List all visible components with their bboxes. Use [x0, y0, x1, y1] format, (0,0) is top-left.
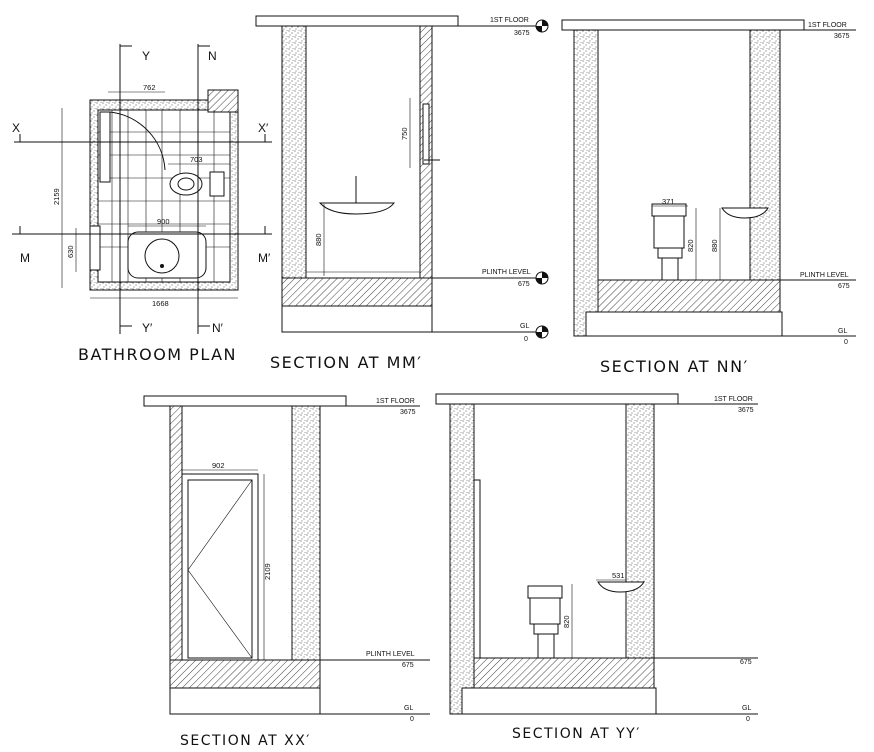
yy-wc-cistern [527, 585, 563, 599]
mm-level-plinth: PLINTH LEVEL [482, 269, 531, 276]
plan-label-y: Y [142, 49, 150, 63]
mm-level-gl: GL [520, 323, 529, 330]
yy-wc-body [529, 597, 561, 625]
yy-level-plinth-value: 675 [740, 659, 752, 666]
plan-dim-bottom: 1668 [152, 299, 169, 308]
xx-dim-door-width: 902 [212, 461, 225, 470]
mm-level-gl-value: 0 [524, 336, 528, 343]
nn-wc-body [653, 215, 685, 249]
xx-level-first-floor-value: 3675 [400, 409, 416, 416]
plan-label-m-prime: M′ [258, 251, 271, 265]
xx-level-first-floor: 1ST FLOOR [376, 398, 415, 405]
yy-level-first-floor: 1ST FLOOR [714, 396, 753, 403]
mm-dim-basin: 880 [314, 233, 323, 246]
nn-level-gl: GL [838, 328, 847, 335]
xx-door-leaf [187, 479, 253, 659]
mm-level-markers [535, 19, 549, 339]
xx-foundation [169, 687, 321, 715]
plan-dimension-lines [61, 91, 238, 299]
nn-plinth [597, 279, 781, 313]
plan-title: BATHROOM PLAN [78, 345, 237, 364]
nn-basin [721, 207, 769, 219]
plan-dim-basin: 900 [157, 217, 170, 226]
yy-left-wall [449, 403, 475, 715]
section-xx: 902 2109 1ST FLOOR 3675 PLINTH LEVEL 675… [143, 395, 430, 749]
nn-roof-slab [561, 19, 805, 31]
nn-level-plinth-value: 675 [838, 283, 850, 290]
nn-title: SECTION AT NN′ [600, 357, 749, 376]
yy-level-first-floor-value: 3675 [738, 407, 754, 414]
bathroom-plan: 762 703 900 2159 630 1668 X X′ M M′ Y Y′… [12, 44, 272, 364]
plan-label-y-prime: Y′ [142, 321, 153, 335]
yy-title: SECTION AT YY′ [512, 726, 641, 742]
nn-level-first-floor: 1ST FLOOR [808, 22, 847, 29]
yy-door [473, 479, 481, 659]
yy-dim-wc: 820 [562, 615, 571, 628]
plan-label-x: X [12, 121, 20, 135]
mm-level-first-floor-value: 3675 [514, 30, 530, 37]
mm-dim-vertical: 750 [400, 127, 409, 140]
mm-level-first-floor: 1ST FLOOR [490, 17, 529, 24]
nn-foundation [585, 311, 783, 337]
yy-basin [597, 581, 645, 593]
xx-level-plinth: PLINTH LEVEL [366, 651, 415, 658]
nn-right-wall [749, 29, 781, 281]
xx-level-gl-value: 0 [410, 716, 414, 723]
mm-basin [318, 202, 395, 215]
nn-level-gl-value: 0 [844, 339, 848, 346]
section-yy: 531 820 1ST FLOOR 3675 675 GL 0 SECTION … [435, 393, 758, 742]
yy-level-gl-value: 0 [746, 716, 750, 723]
plan-label-n: N [208, 49, 217, 63]
yy-right-wall [625, 403, 655, 659]
nn-left-wall [573, 29, 599, 337]
section-nn: 371 820 880 1ST FLOOR 3675 PLINTH LEVEL … [561, 19, 856, 376]
plan-dim-left: 630 [66, 245, 75, 258]
nn-level-plinth: PLINTH LEVEL [800, 272, 849, 279]
plan-wc-cistern [209, 171, 225, 197]
plan-door [99, 111, 111, 183]
plan-label-m: M [20, 251, 30, 265]
section-mm: 750 880 1ST FLOOR 3675 PLINTH LEVEL 675 … [255, 15, 549, 372]
xx-left-wall [169, 405, 183, 661]
plan-wc [169, 172, 203, 196]
plan-dim-height: 2159 [52, 188, 61, 205]
plan-label-x-prime: X′ [258, 121, 269, 135]
mm-title: SECTION AT MM′ [270, 353, 422, 372]
yy-roof-slab [435, 393, 679, 405]
xx-title: SECTION AT XX′ [180, 733, 311, 749]
xx-level-gl: GL [404, 705, 413, 712]
plan-section-lines [12, 44, 272, 334]
mm-foundation [281, 305, 433, 333]
xx-plinth [169, 659, 321, 689]
yy-level-gl: GL [742, 705, 751, 712]
xx-right-wall [291, 405, 321, 661]
nn-level-first-floor-value: 3675 [834, 33, 850, 40]
plan-dim-top: 762 [143, 83, 156, 92]
mm-left-wall [281, 25, 307, 279]
xx-level-plinth-value: 675 [402, 662, 414, 669]
mm-plinth [281, 277, 433, 307]
xx-door-swing [187, 479, 253, 659]
nn-dim-wc: 820 [686, 239, 695, 252]
yy-dim-basin: 531 [612, 571, 625, 580]
nn-dim-basin: 880 [710, 239, 719, 252]
mm-shelf [422, 103, 430, 165]
xx-dim-door-height: 2109 [263, 563, 272, 580]
xx-roof-slab [143, 395, 347, 407]
nn-dim-wc-width: 371 [662, 197, 675, 206]
yy-foundation [461, 687, 657, 715]
plan-duct [207, 89, 239, 113]
yy-plinth [473, 657, 655, 689]
plan-dim-wc: 703 [190, 155, 203, 164]
plan-label-n-prime: N′ [212, 321, 224, 335]
mm-level-plinth-value: 675 [518, 281, 530, 288]
mm-roof-slab [255, 15, 459, 27]
